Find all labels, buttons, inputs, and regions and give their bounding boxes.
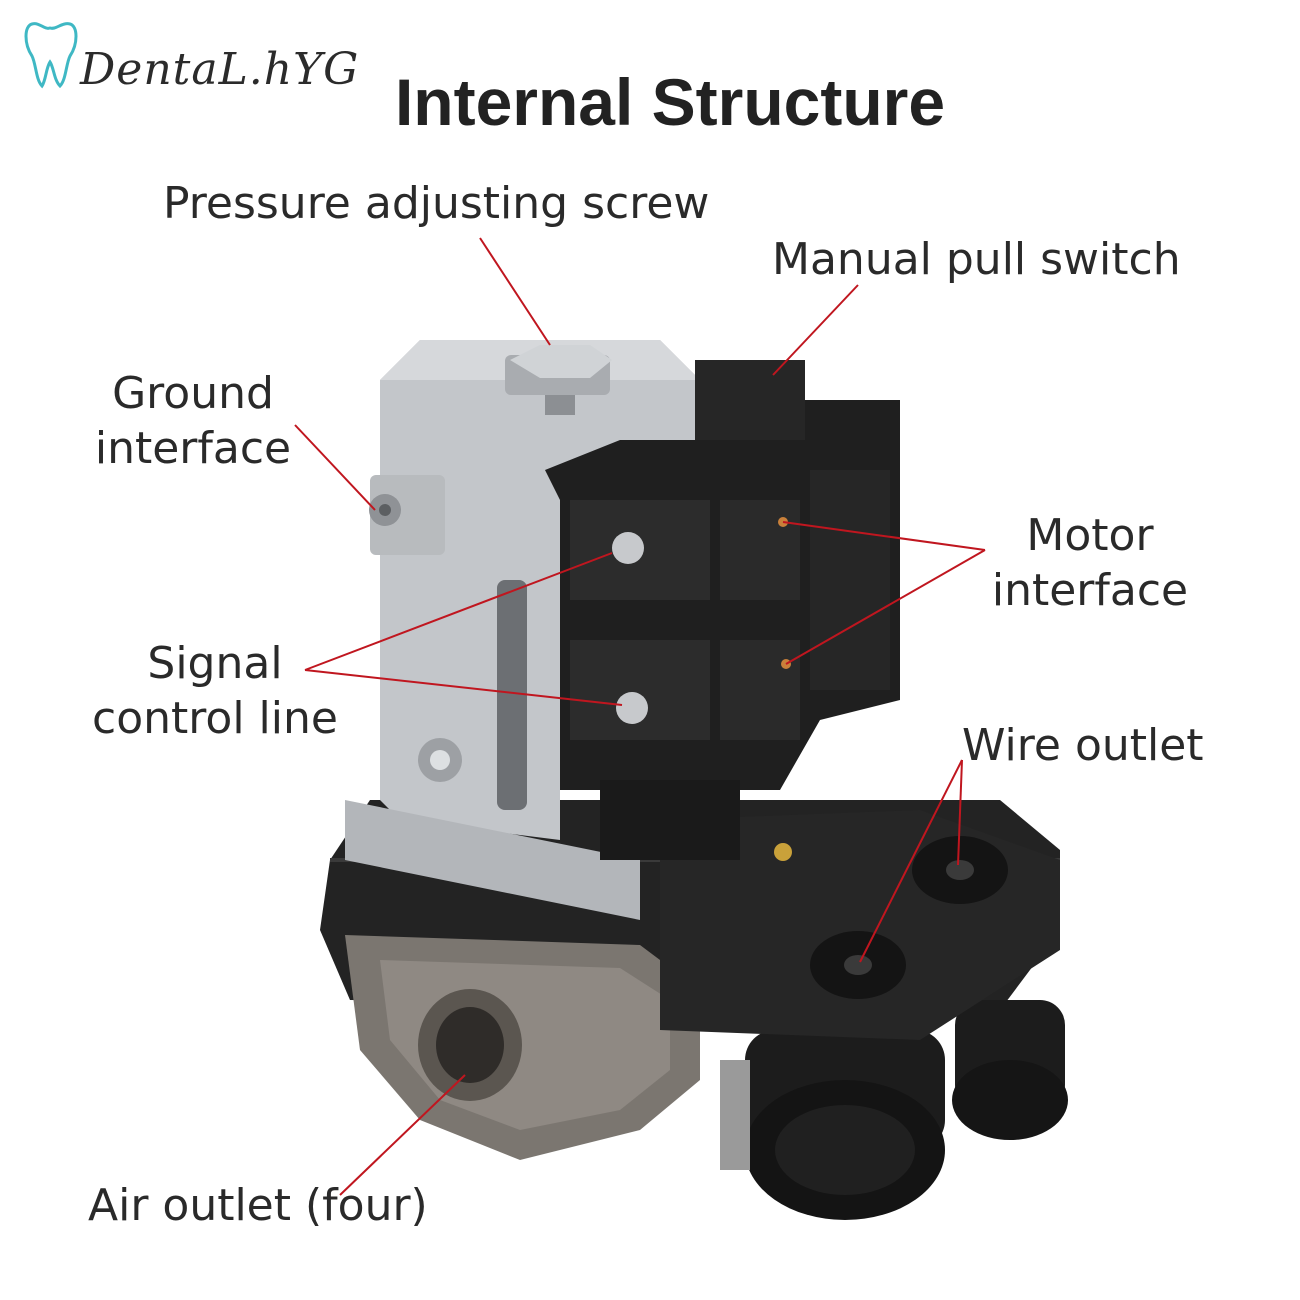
leader-air-outlet [339, 1074, 466, 1196]
label-manual-pull-switch: Manual pull switch [772, 234, 1181, 285]
label-ground-interface: Ground interface [88, 366, 298, 476]
wire-outlet-hole-2 [946, 860, 974, 880]
leader-pressure-screw [479, 237, 551, 346]
label-wire-outlet: Wire outlet [962, 720, 1204, 771]
brand-logo: DentaL.hYG [22, 14, 358, 95]
signal-terminal-screw-1 [612, 532, 644, 564]
leader-manual-switch [772, 284, 859, 376]
label-signal-control-line: Signal control line [80, 636, 350, 746]
leader-motor-2 [785, 549, 986, 665]
label-signal-line1: Signal [147, 638, 283, 689]
page-title: Internal Structure [394, 65, 946, 139]
label-pressure-adjusting-screw: Pressure adjusting screw [163, 178, 710, 229]
label-air-outlet: Air outlet (four) [88, 1180, 428, 1231]
label-signal-line2: control line [92, 693, 338, 744]
leader-wire-outlet-1 [957, 759, 963, 866]
manual-pull-switch [695, 360, 805, 440]
port-caps [720, 1000, 1068, 1220]
leader-wire-outlet-2 [859, 759, 963, 963]
terminal-block [545, 360, 900, 861]
metal-manifold [345, 935, 700, 1160]
air-outlet-port [436, 1007, 504, 1083]
label-motor-interface: Motor interface [985, 508, 1195, 618]
leader-motor-1 [782, 521, 986, 551]
ground-screw [369, 475, 445, 555]
label-ground-line2: interface [94, 423, 292, 474]
terminal-plate [660, 810, 1060, 1040]
leader-ground [294, 424, 376, 511]
leader-signal-1 [304, 552, 613, 671]
tooth-icon [24, 22, 78, 89]
logo-text: DentaL.hYG [80, 44, 360, 95]
leader-lines [294, 237, 986, 1196]
leader-signal-2 [304, 669, 623, 706]
pressure-screw [505, 345, 612, 415]
label-motor-line2: interface [991, 565, 1189, 616]
label-ground-line1: Ground [112, 368, 274, 419]
wire-outlet-hole-1 [844, 955, 872, 975]
label-motor-line1: Motor [1026, 510, 1154, 561]
signal-terminal-screw-2 [616, 692, 648, 724]
